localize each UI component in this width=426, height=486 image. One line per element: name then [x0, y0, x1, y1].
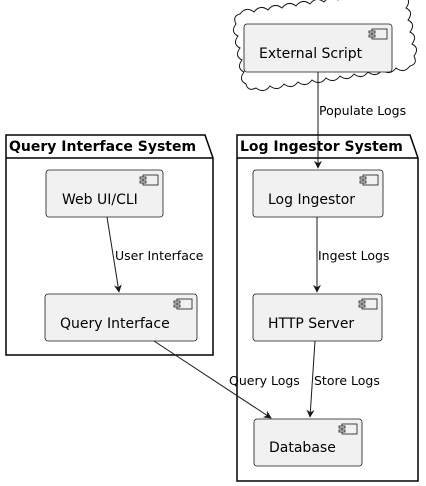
edge-label: Store Logs	[314, 373, 380, 388]
edge-label: User Interface	[115, 248, 204, 263]
edge-label: Query Logs	[229, 373, 300, 388]
component-label: Web UI/CLI	[62, 192, 138, 208]
component-query-interface[interactable]: Query Interface	[44, 293, 198, 342]
component-http-server[interactable]: HTTP Server	[252, 293, 383, 342]
edge-populate-logs: Populate Logs	[314, 72, 406, 169]
edge-label: Populate Logs	[319, 103, 406, 118]
component-icon	[139, 174, 159, 186]
package-title: Query Interface System	[9, 139, 196, 155]
component-label: Database	[269, 440, 336, 456]
edge-query-logs: Query Logs	[153, 340, 300, 419]
component-label: Log Ingestor	[268, 192, 355, 208]
component-icon	[368, 28, 388, 40]
edge-store-logs: Store Logs	[306, 340, 380, 418]
component-web-ui-cli[interactable]: Web UI/CLI	[45, 169, 164, 218]
component-log-ingestor[interactable]: Log Ingestor	[252, 169, 384, 218]
component-icon	[359, 174, 379, 186]
edge-ingest-logs: Ingest Logs	[313, 217, 389, 293]
component-icon	[358, 298, 378, 310]
component-label: External Script	[259, 46, 363, 62]
component-icon	[173, 298, 193, 310]
edge-label: Ingest Logs	[318, 248, 389, 263]
component-label: Query Interface	[60, 316, 170, 332]
package-title: Log Ingestor System	[240, 139, 403, 155]
component-database[interactable]: Database	[253, 418, 363, 467]
component-external-script[interactable]: External Script	[243, 23, 393, 73]
edge-user-interface: User Interface	[106, 216, 204, 293]
component-icon	[338, 423, 358, 435]
component-label: HTTP Server	[268, 316, 354, 332]
